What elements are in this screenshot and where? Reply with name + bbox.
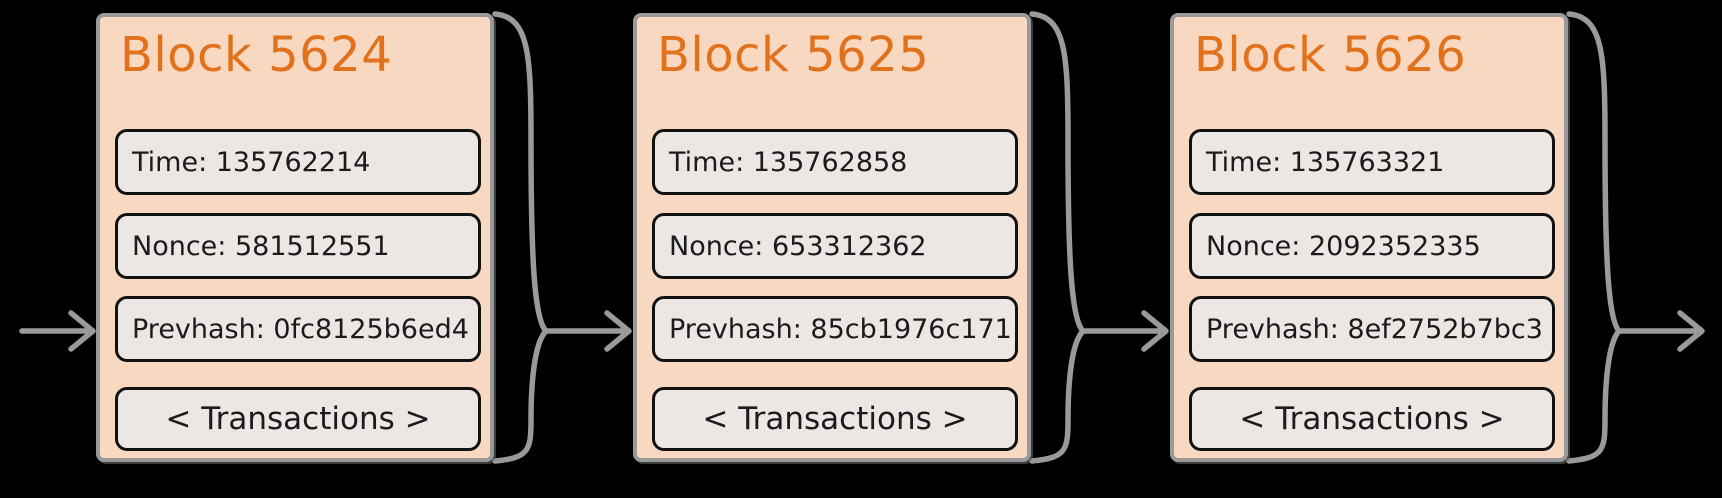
brace-arrow-1-icon xyxy=(492,11,632,464)
prevhash-field: Prevhash: 85cb1976c171 xyxy=(652,296,1018,362)
nonce-text: Nonce: 2092352335 xyxy=(1206,230,1481,262)
block-card-5626: Block 5626 Time: 135763321 Nonce: 209235… xyxy=(1170,13,1568,462)
time-text: Time: 135762214 xyxy=(132,146,371,178)
nonce-field: Nonce: 2092352335 xyxy=(1189,213,1555,279)
transactions-field: < Transactions > xyxy=(1189,387,1555,451)
transactions-field: < Transactions > xyxy=(652,387,1018,451)
incoming-arrow-icon xyxy=(19,310,96,352)
time-field: Time: 135762214 xyxy=(115,129,481,195)
transactions-text: < Transactions > xyxy=(702,401,968,437)
prevhash-text: Prevhash: 8ef2752b7bc3 xyxy=(1206,313,1543,345)
transactions-text: < Transactions > xyxy=(165,401,431,437)
brace-arrow-3-icon xyxy=(1566,11,1705,464)
block-title: Block 5626 xyxy=(1194,27,1467,83)
prevhash-field: Prevhash: 0fc8125b6ed4 xyxy=(115,296,481,362)
nonce-text: Nonce: 653312362 xyxy=(669,230,927,262)
time-field: Time: 135762858 xyxy=(652,129,1018,195)
block-title: Block 5624 xyxy=(120,27,393,83)
transactions-field: < Transactions > xyxy=(115,387,481,451)
block-card-5624: Block 5624 Time: 135762214 Nonce: 581512… xyxy=(96,13,494,462)
prevhash-text: Prevhash: 85cb1976c171 xyxy=(669,313,1012,345)
nonce-field: Nonce: 653312362 xyxy=(652,213,1018,279)
prevhash-field: Prevhash: 8ef2752b7bc3 xyxy=(1189,296,1555,362)
block-card-5625: Block 5625 Time: 135762858 Nonce: 653312… xyxy=(633,13,1031,462)
time-text: Time: 135763321 xyxy=(1206,146,1445,178)
time-field: Time: 135763321 xyxy=(1189,129,1555,195)
nonce-field: Nonce: 581512551 xyxy=(115,213,481,279)
prevhash-text: Prevhash: 0fc8125b6ed4 xyxy=(132,313,469,345)
nonce-text: Nonce: 581512551 xyxy=(132,230,390,262)
brace-arrow-2-icon xyxy=(1029,11,1169,464)
time-text: Time: 135762858 xyxy=(669,146,908,178)
block-title: Block 5625 xyxy=(657,27,930,83)
transactions-text: < Transactions > xyxy=(1239,401,1505,437)
